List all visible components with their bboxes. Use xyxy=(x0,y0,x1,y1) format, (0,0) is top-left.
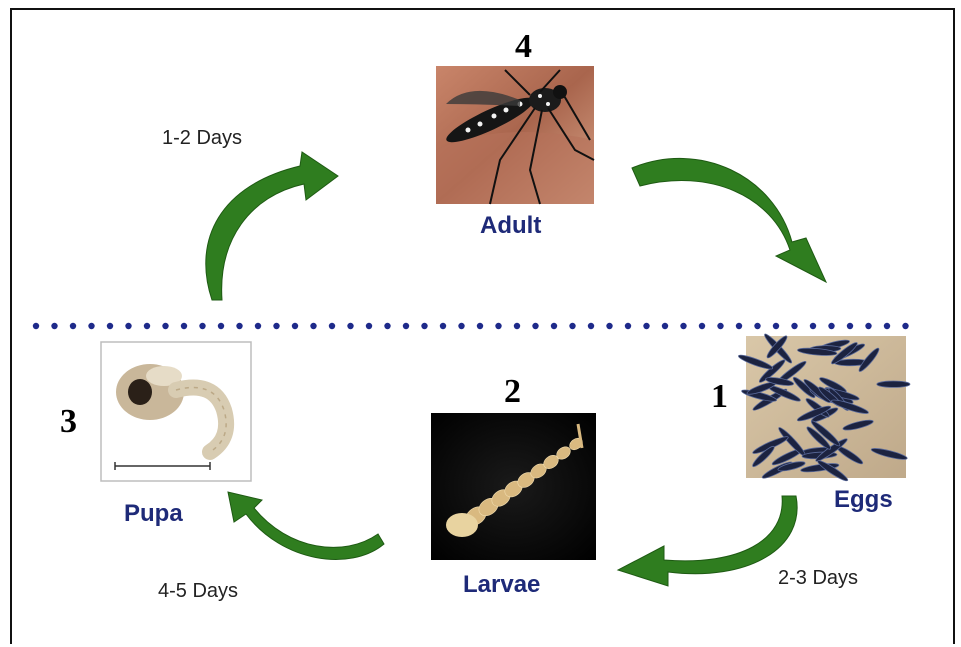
separator-dot xyxy=(33,323,39,329)
separator-dot xyxy=(551,323,557,329)
separator-dot xyxy=(514,323,520,329)
separator-dot xyxy=(125,323,131,329)
separator-dot xyxy=(865,323,871,329)
separator-dot xyxy=(347,323,353,329)
separator-dot xyxy=(810,323,816,329)
separator-dot xyxy=(791,323,797,329)
separator-dot xyxy=(51,323,57,329)
separator-dot xyxy=(662,323,668,329)
separator-dot xyxy=(754,323,760,329)
dotted-separator xyxy=(33,323,909,329)
separator-dot xyxy=(884,323,890,329)
separator-dot xyxy=(273,323,279,329)
curved-arrow-icon xyxy=(618,496,797,586)
adult-mosquito-photo xyxy=(436,66,594,204)
separator-dot xyxy=(477,323,483,329)
separator-dot xyxy=(421,323,427,329)
separator-dot xyxy=(310,323,316,329)
separator-dot xyxy=(440,323,446,329)
separator-dot xyxy=(199,323,205,329)
separator-dot xyxy=(218,323,224,329)
separator-dot xyxy=(329,323,335,329)
separator-dot xyxy=(532,323,538,329)
separator-dot xyxy=(88,323,94,329)
egg-shape xyxy=(877,381,910,387)
stage-number-pupa: 3 xyxy=(60,405,77,439)
separator-dot xyxy=(606,323,612,329)
separator-dot xyxy=(255,323,261,329)
separator-dot xyxy=(458,323,464,329)
larvae-photo xyxy=(431,413,596,560)
separator-dot xyxy=(588,323,594,329)
separator-dot xyxy=(773,323,779,329)
duration-eggs-to-larvae: 2-3 Days xyxy=(778,568,858,588)
stage-label-pupa: Pupa xyxy=(124,502,183,526)
stage-number-adult: 4 xyxy=(515,30,532,64)
stage-number-larvae: 2 xyxy=(504,375,521,409)
separator-dot xyxy=(144,323,150,329)
separator-dot xyxy=(902,323,908,329)
separator-dot xyxy=(181,323,187,329)
separator-dot xyxy=(717,323,723,329)
separator-dot xyxy=(495,323,501,329)
separator-dot xyxy=(625,323,631,329)
duration-larvae-to-pupa: 4-5 Days xyxy=(158,581,238,601)
duration-pupa-to-adult: 1-2 Days xyxy=(162,128,242,148)
separator-dot xyxy=(384,323,390,329)
stage-label-adult: Adult xyxy=(480,214,541,238)
separator-dot xyxy=(680,323,686,329)
separator-dot xyxy=(699,323,705,329)
separator-dot xyxy=(366,323,372,329)
separator-dot xyxy=(643,323,649,329)
stage-label-eggs: Eggs xyxy=(834,488,893,512)
separator-dot xyxy=(292,323,298,329)
eggs-photo xyxy=(737,332,910,483)
curved-arrow-icon xyxy=(206,152,338,300)
separator-dot xyxy=(847,323,853,329)
separator-dot xyxy=(162,323,168,329)
separator-dot xyxy=(236,323,242,329)
separator-dot xyxy=(403,323,409,329)
separator-dot xyxy=(70,323,76,329)
separator-dot xyxy=(107,323,113,329)
stage-label-larvae: Larvae xyxy=(463,573,540,597)
pupa-photo xyxy=(101,342,251,481)
separator-dot xyxy=(736,323,742,329)
curved-arrow-icon xyxy=(228,492,384,559)
curved-arrow-icon xyxy=(632,158,826,282)
separator-dot xyxy=(569,323,575,329)
separator-dot xyxy=(828,323,834,329)
stage-number-eggs: 1 xyxy=(711,380,728,414)
